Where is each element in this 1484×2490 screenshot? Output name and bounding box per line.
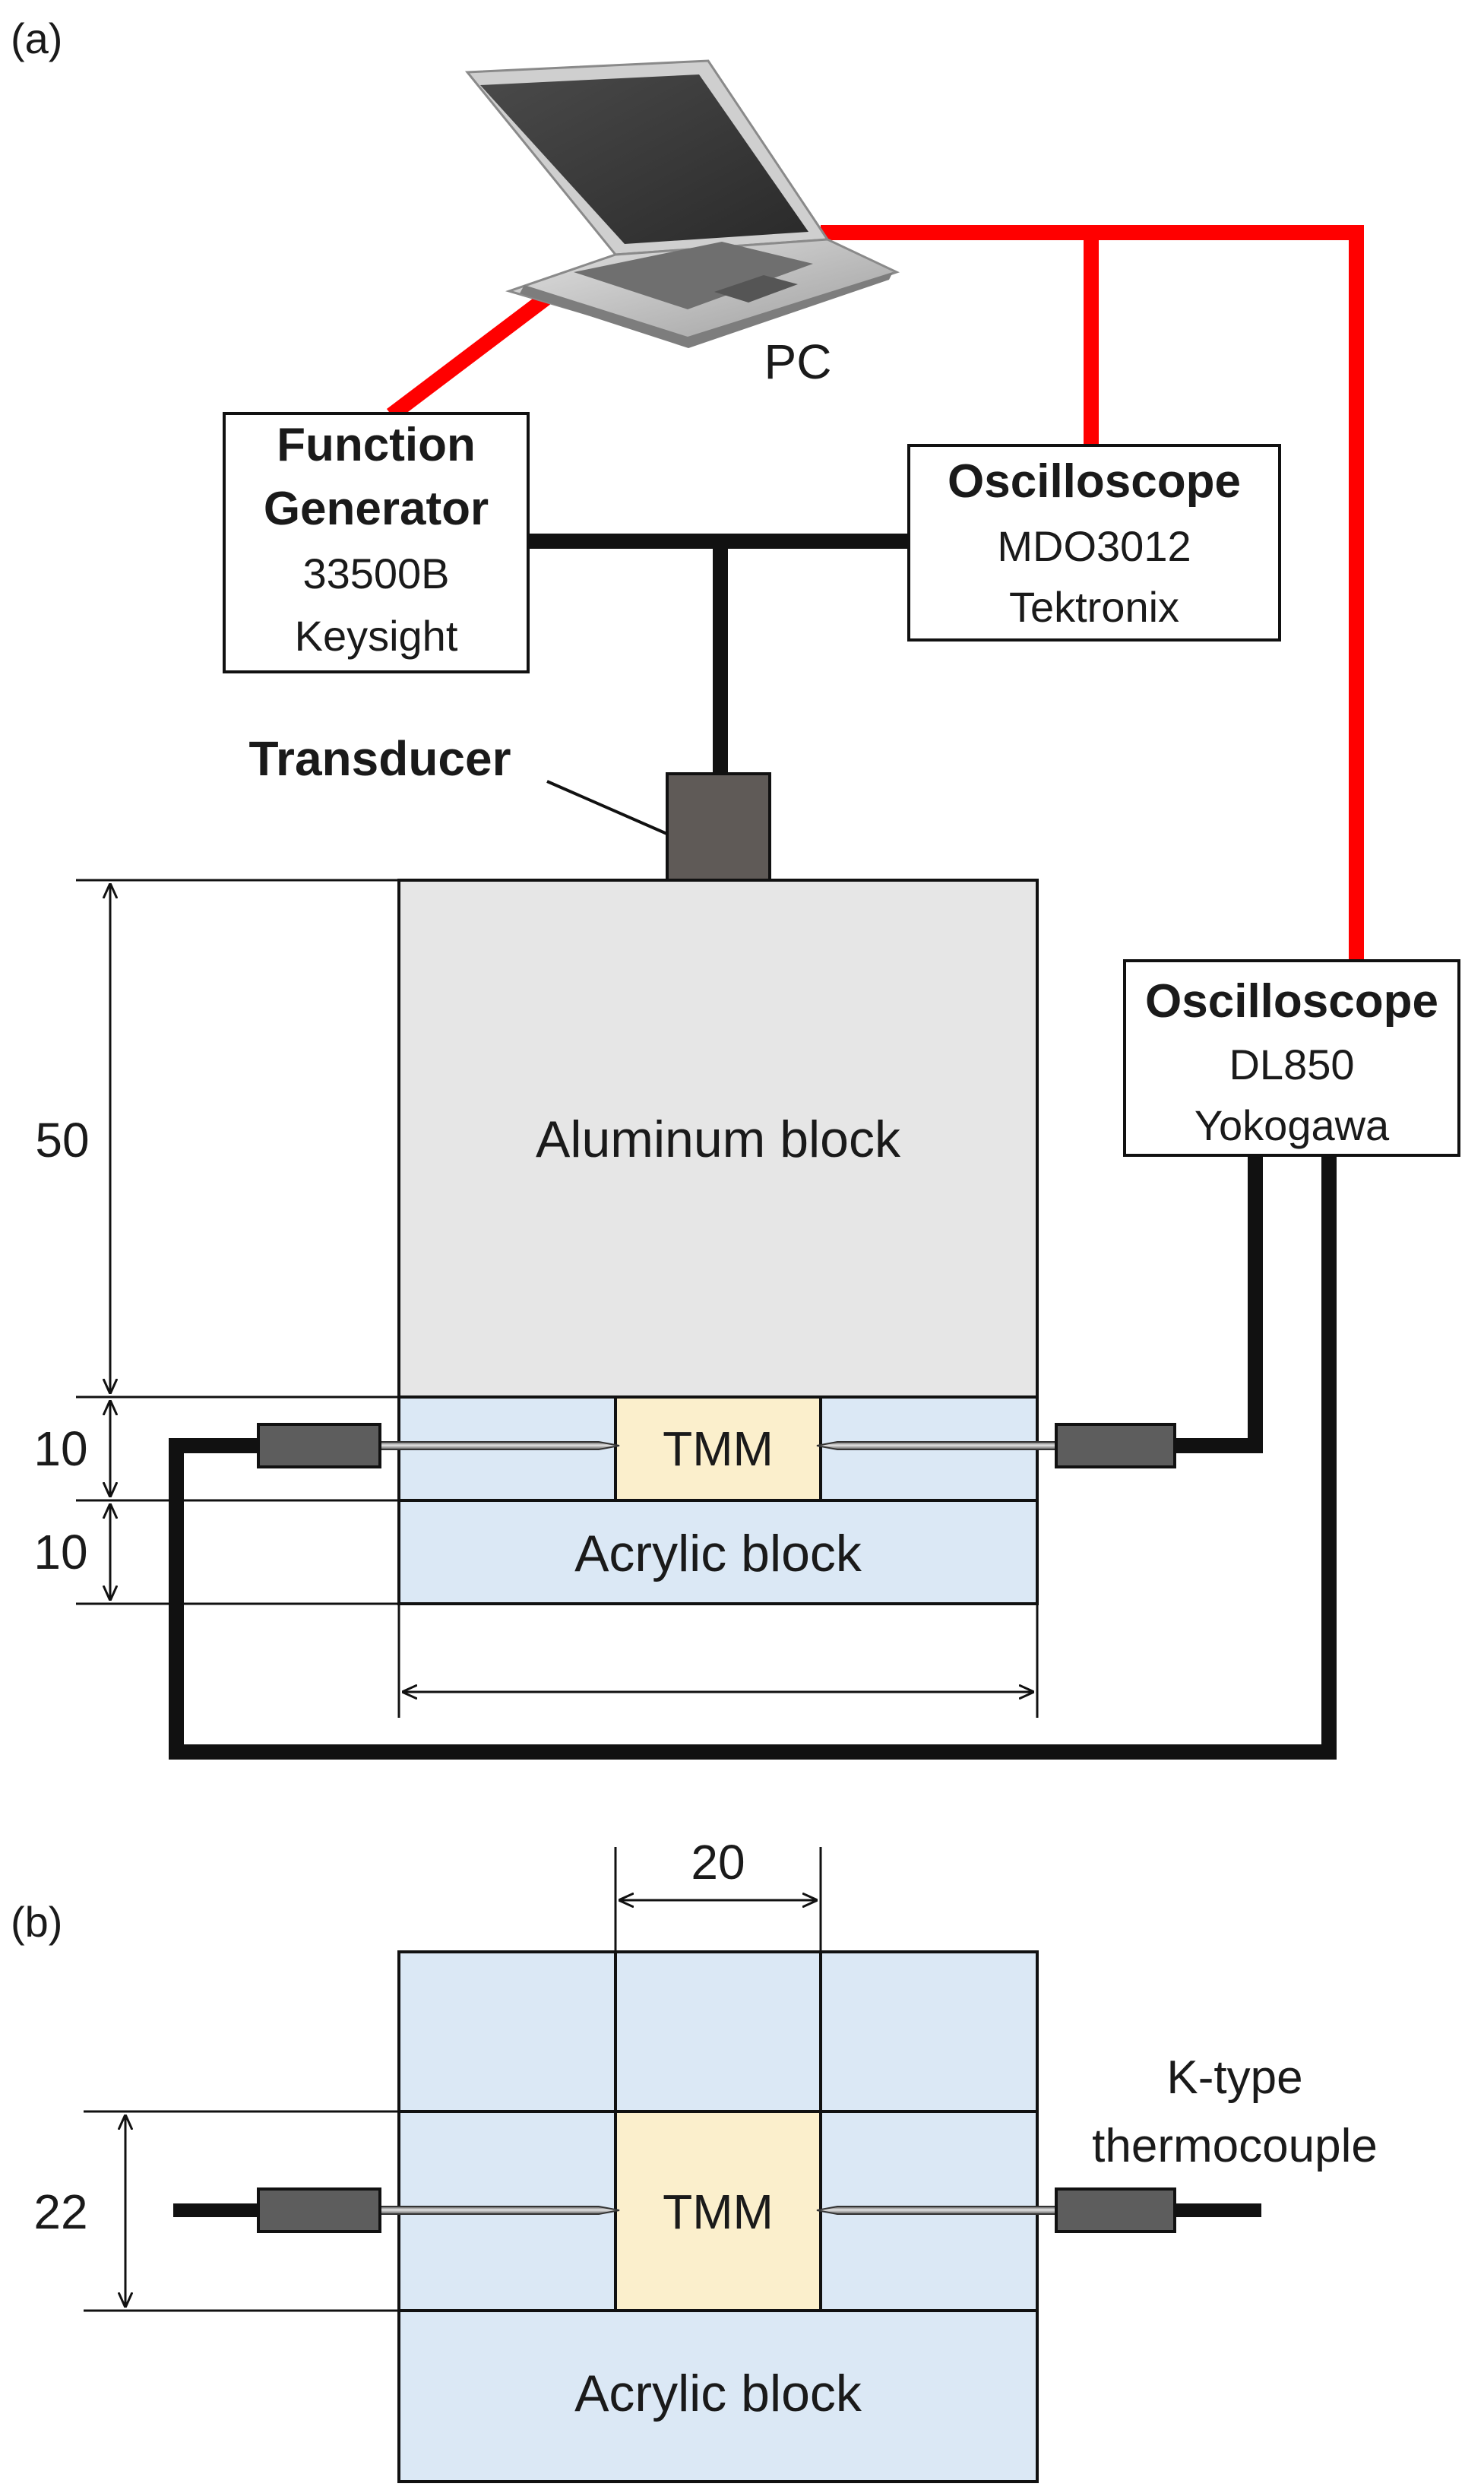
function-generator-line1: Function — [277, 419, 476, 471]
aluminum-block-label: Aluminum block — [536, 1110, 901, 1168]
thermocouple-left-b — [173, 2187, 620, 2233]
oscilloscope-1-model: MDO3012 — [997, 522, 1191, 570]
oscilloscope-mdo3012-box: Oscilloscope MDO3012 Tektronix — [907, 444, 1281, 642]
laptop-icon — [464, 59, 900, 348]
thermocouple-label-line1: K-type — [1166, 2051, 1302, 2104]
thermocouple-label-line2: thermocouple — [1092, 2120, 1378, 2172]
pc-label: PC — [764, 334, 832, 389]
usb-cable-pc-function-generator — [386, 280, 568, 421]
usb-cables — [386, 225, 1364, 961]
oscilloscope-1-title: Oscilloscope — [948, 455, 1241, 508]
signal-cables — [169, 534, 1337, 1760]
function-generator-box: Function Generator 33500B Keysight — [223, 412, 530, 673]
thermocouple-left — [257, 1423, 620, 1468]
oscilloscope-2-maker: Yokogawa — [1194, 1101, 1390, 1149]
dimension-label-tmm-length: 22 — [33, 2184, 87, 2239]
acrylic-top-right — [819, 1950, 1039, 2113]
oscilloscope-dl850-box: Oscilloscope DL850 Yokogawa — [1123, 959, 1460, 1157]
oscilloscope-1-maker: Tektronix — [1009, 583, 1179, 631]
acrylic-top-left — [397, 1950, 617, 2113]
dimension-lines-a — [76, 879, 1039, 1718]
panel-a-label: (a) — [11, 14, 62, 62]
usb-cable-pc-trunk — [821, 225, 1364, 961]
function-generator-line2: Generator — [264, 483, 489, 535]
dimension-label-tmm-width: 20 — [691, 1835, 745, 1890]
thermocouple-right — [816, 1423, 1176, 1468]
function-generator-model: 33500B — [302, 550, 449, 597]
acrylic-block-label: Acrylic block — [574, 1525, 862, 1582]
thermocouple-right-b — [816, 2187, 1261, 2233]
dimension-label-acrylic-height: 10 — [33, 1525, 87, 1579]
dimension-label-tmm-height: 10 — [33, 1421, 87, 1476]
transducer-label: Transducer — [248, 731, 511, 786]
dimension-lines-b — [84, 1847, 822, 2312]
acrylic-block-label-b: Acrylic block — [574, 2365, 862, 2422]
function-generator-maker: Keysight — [295, 612, 458, 660]
oscilloscope-2-model: DL850 — [1229, 1041, 1354, 1088]
tmm-label: TMM — [663, 1421, 774, 1476]
dimension-label-aluminum-height: 50 — [35, 1113, 89, 1167]
tmm-sample — [614, 1395, 822, 1502]
cable-left-thermocouple-loop — [169, 1155, 1337, 1760]
acrylic-block — [397, 1499, 1039, 1605]
cable-right-thermocouple — [1175, 1155, 1263, 1453]
acrylic-block-top-view — [397, 2309, 1039, 2483]
tmm-label-b: TMM — [663, 2184, 774, 2239]
oscilloscope-2-title: Oscilloscope — [1145, 975, 1438, 1028]
acrylic-top-center — [614, 1950, 822, 2113]
panel-b-label: (b) — [11, 1898, 62, 1946]
aluminum-block — [397, 879, 1039, 1399]
transducer — [546, 772, 771, 882]
